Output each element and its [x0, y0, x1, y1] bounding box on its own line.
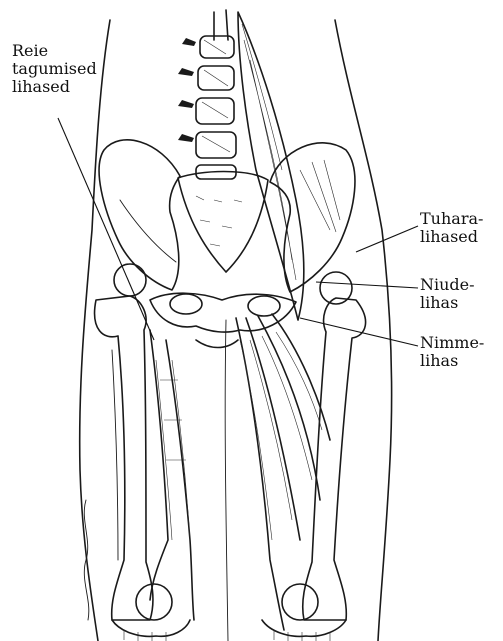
label-gluteals: Tuhara- lihased: [420, 210, 483, 246]
body-outline-left: [80, 20, 110, 641]
left-femoral-head: [114, 264, 146, 296]
label-hamstrings: Reie tagumised lihased: [12, 42, 97, 96]
right-ilium: [270, 143, 355, 292]
adductor-muscles: [236, 314, 330, 630]
hamstring-muscles: [150, 330, 194, 620]
leader-hamstrings: [58, 118, 154, 340]
label-iliopsoas: Niude- lihas: [420, 276, 475, 312]
psoas-muscle: [238, 12, 304, 320]
sacrum: [178, 172, 268, 273]
leader-gluteals: [356, 226, 418, 252]
leader-iliopsoas: [316, 282, 418, 288]
inner-thigh-outline: [225, 320, 228, 641]
lumbar-spine: [178, 10, 236, 179]
leader-groin: [300, 318, 418, 346]
label-groin: Nimme- lihas: [420, 334, 484, 370]
left-femur: [95, 296, 153, 620]
